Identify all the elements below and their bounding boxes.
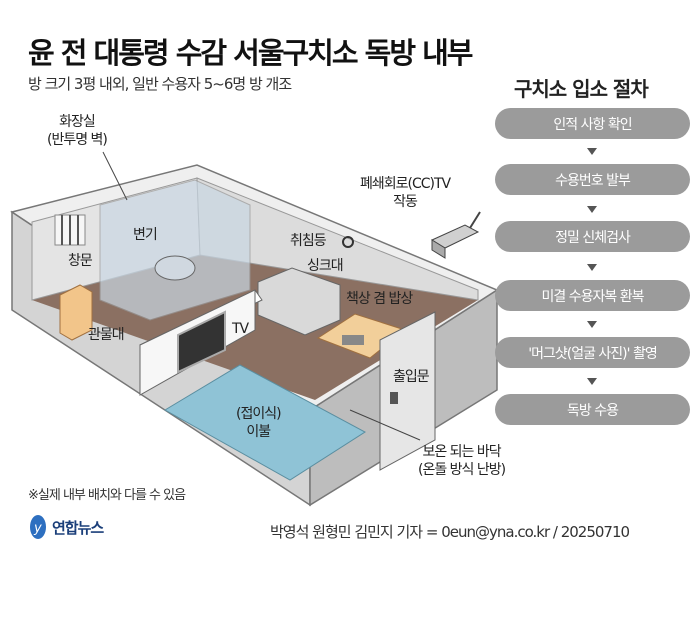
procedure-step: 독방 수용 — [495, 394, 690, 425]
procedure-step: 정밀 신체검사 — [495, 221, 690, 252]
leader-line — [102, 151, 128, 201]
credit-line: 박영석 원형민 김민지 기자 = 0eun@yna.co.kr / 202507… — [270, 523, 630, 541]
toilet — [154, 255, 196, 281]
label-toilet: 변기 — [133, 227, 158, 243]
tray — [342, 335, 364, 345]
bedding — [164, 364, 366, 481]
procedure-step: '머그샷(얼굴 사진)' 촬영 — [495, 337, 690, 368]
label-floor: 보온 되는 바닥(온돌 방식 난방) — [418, 444, 506, 478]
label-bedding: (접이식)이불 — [236, 406, 282, 440]
yonhap-logo-icon: y — [30, 515, 46, 539]
arrow-down-icon — [587, 378, 597, 385]
label-window: 창문 — [68, 253, 93, 269]
label-door: 출입문 — [393, 369, 430, 385]
cabinet — [59, 284, 93, 341]
sink — [257, 267, 341, 336]
label-sleep-light: 취침등 — [290, 233, 327, 249]
logo: y 연합뉴스 — [28, 514, 104, 540]
subtitle: 방 크기 3평 내외, 일반 수용자 5~6명 방 개조 — [28, 75, 292, 93]
arrow-down-icon — [587, 148, 597, 155]
logo-text: 연합뉴스 — [52, 518, 104, 537]
door-handle — [390, 392, 398, 404]
label-bathroom: 화장실(반투명 벽) — [47, 114, 108, 148]
procedure-step: 인적 사항 확인 — [495, 108, 690, 139]
door-wall — [379, 311, 436, 471]
arrow-down-icon — [587, 206, 597, 213]
procedure-title: 구치소 입소 절차 — [514, 77, 649, 101]
cctv-icon — [430, 211, 481, 259]
label-desk: 책상 겸 밥상 — [346, 291, 413, 307]
bathroom-wall — [99, 179, 251, 321]
arrow-down-icon — [587, 321, 597, 328]
label-tv: TV — [232, 321, 249, 337]
sleep-light-icon — [342, 236, 354, 248]
disclaimer-note: ※실제 내부 배치와 다를 수 있음 — [28, 488, 186, 503]
label-cabinet: 관물대 — [88, 327, 125, 343]
label-sink: 싱크대 — [307, 258, 344, 274]
procedure-step: 수용번호 발부 — [495, 164, 690, 195]
procedure-step: 미결 수용자복 환복 — [495, 280, 690, 311]
arrow-down-icon — [587, 264, 597, 271]
tv — [177, 310, 226, 374]
leader-line — [349, 409, 421, 441]
window-bars — [54, 214, 86, 246]
svg-text:y: y — [33, 521, 42, 536]
page-title: 윤 전 대통령 수감 서울구치소 독방 내부 — [28, 36, 473, 70]
